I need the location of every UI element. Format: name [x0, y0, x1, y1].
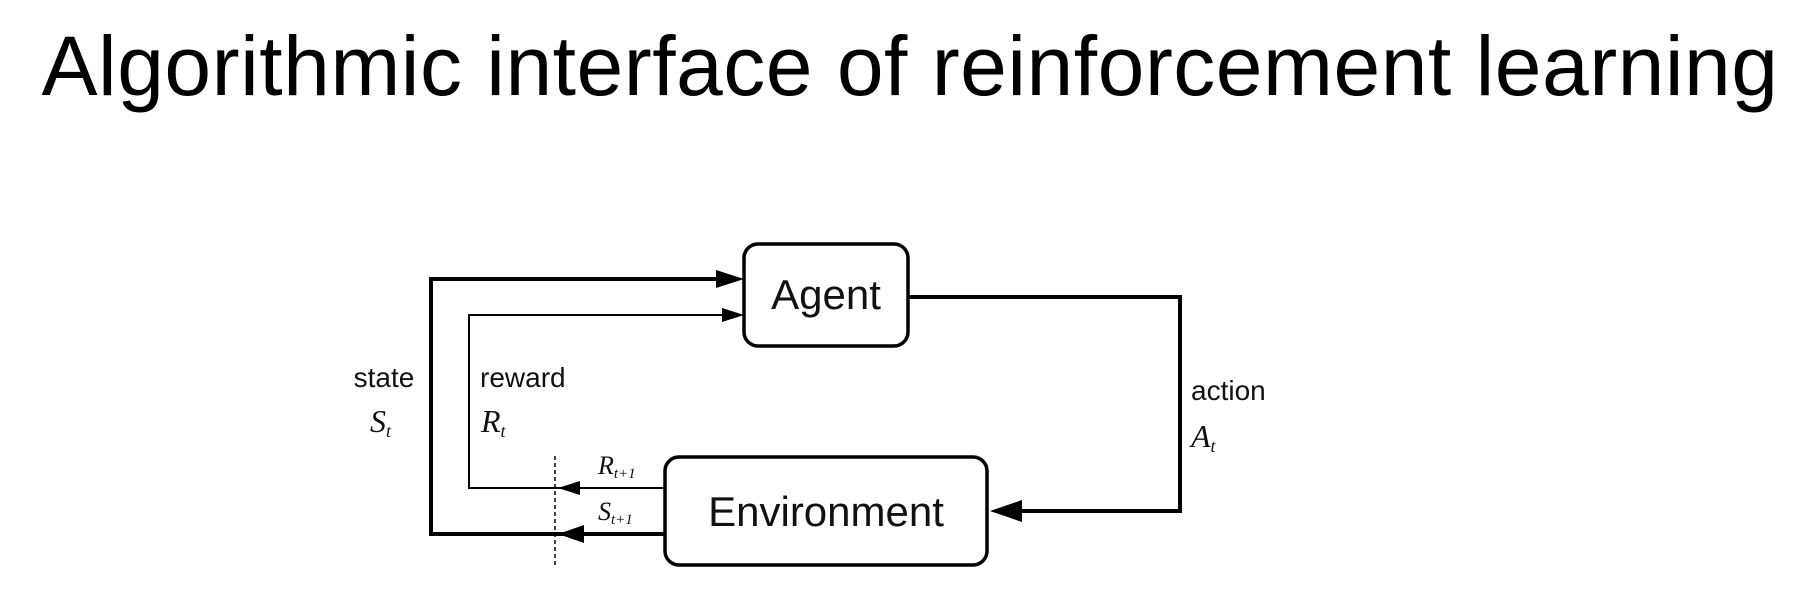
reward-label: reward [480, 362, 566, 393]
slide-title: Algorithmic interface of reinforcement l… [41, 19, 1779, 113]
state-symbol: St [370, 403, 392, 441]
next-reward-arrowhead [558, 481, 580, 495]
reward-arrowhead [722, 308, 744, 322]
action-edge [908, 295, 1182, 513]
environment-box [663, 455, 989, 567]
action-label: action [1191, 375, 1266, 406]
environment-label: Environment [708, 488, 944, 535]
next-state-symbol: St+1 [598, 497, 633, 528]
action-symbol: At [1189, 418, 1217, 456]
state-edge [429, 277, 718, 536]
state-label: state [354, 362, 415, 393]
reward-symbol: Rt [480, 403, 507, 441]
state-arrowhead [716, 270, 744, 288]
next-state-arrowhead [558, 525, 584, 543]
next-reward-symbol: Rt+1 [597, 451, 636, 482]
action-arrowhead [990, 500, 1022, 522]
agent-label: Agent [771, 271, 881, 318]
